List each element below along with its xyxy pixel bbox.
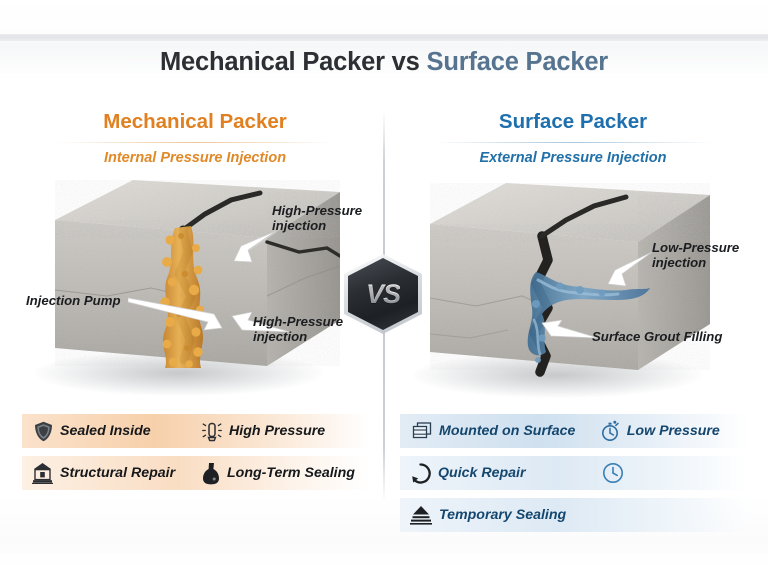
right-feature-row-2: Quick Repair bbox=[400, 456, 748, 490]
right-feature-row-1: Mounted on Surface Low Pressure bbox=[400, 414, 748, 448]
right-column-rule bbox=[433, 141, 713, 143]
left-column-title: Mechanical Packer bbox=[103, 110, 287, 133]
right-column-title: Surface Packer bbox=[498, 110, 648, 133]
vs-badge-label: VS bbox=[365, 278, 401, 309]
left-column-header: Mechanical Packer Internal Pressure Inje… bbox=[30, 110, 360, 166]
top-band bbox=[0, 34, 768, 41]
feature-low-pressure[interactable]: Low Pressure bbox=[600, 420, 748, 442]
right-concrete-block-illustration bbox=[430, 183, 710, 377]
pressure-packer-icon bbox=[202, 420, 222, 443]
left-pointer-injection-pump bbox=[128, 297, 223, 331]
callout-injection-pump: Injection Pump bbox=[26, 293, 121, 308]
feature-label: Long-Term Sealing bbox=[226, 465, 355, 481]
left-arrow-bottom bbox=[231, 312, 291, 333]
right-feature-row-3: Temporary Sealing bbox=[400, 498, 748, 532]
page-title: Mechanical Packer vs Surface Packer bbox=[0, 48, 768, 76]
refresh-circle-icon bbox=[410, 462, 431, 484]
feature-clock[interactable] bbox=[602, 462, 742, 484]
sealant-bottle-icon bbox=[202, 462, 220, 485]
feature-label: High Pressure bbox=[229, 423, 326, 439]
left-concrete-block-illustration bbox=[55, 180, 340, 368]
right-arrow-surface-grout bbox=[541, 320, 599, 339]
feature-label: Quick Repair bbox=[438, 465, 526, 481]
building-icon bbox=[32, 462, 53, 484]
vs-badge: VS bbox=[344, 254, 422, 334]
feature-label: Structural Repair bbox=[60, 465, 176, 481]
left-column-subtitle: Internal Pressure Injection bbox=[103, 149, 287, 166]
left-column-rule bbox=[55, 141, 335, 143]
left-arrow-top bbox=[233, 230, 277, 263]
right-column-header: Surface Packer External Pressure Injecti… bbox=[408, 110, 738, 166]
feature-label: Low Pressure bbox=[626, 423, 720, 439]
left-feature-row-2: Structural Repair Long-Term Sealing bbox=[22, 456, 370, 490]
feature-temporary-sealing[interactable]: Temporary Sealing bbox=[410, 505, 630, 525]
layers-icon bbox=[412, 421, 432, 441]
right-column-subtitle: External Pressure Injection bbox=[479, 149, 667, 166]
shield-icon bbox=[34, 421, 53, 442]
stacked-triangle-icon bbox=[410, 505, 432, 525]
feature-label: Mounted on Surface bbox=[439, 423, 576, 439]
feature-label: Sealed Inside bbox=[60, 423, 151, 439]
feature-sealed-inside[interactable]: Sealed Inside bbox=[34, 421, 202, 442]
page-title-main: Mechanical Packer vs bbox=[159, 48, 427, 76]
page-title-highlight: Surface Packer bbox=[426, 48, 609, 76]
stopwatch-icon bbox=[600, 420, 620, 442]
feature-mounted-on-surface[interactable]: Mounted on Surface bbox=[412, 421, 600, 441]
bottom-fade bbox=[0, 550, 768, 576]
clock-icon bbox=[602, 462, 624, 484]
left-feature-row-1: Sealed Inside High Pressure bbox=[22, 414, 370, 448]
feature-quick-repair[interactable]: Quick Repair bbox=[410, 462, 602, 484]
feature-label: Temporary Sealing bbox=[439, 507, 567, 523]
feature-high-pressure[interactable]: High Pressure bbox=[202, 420, 367, 443]
feature-long-term-sealing[interactable]: Long-Term Sealing bbox=[202, 462, 370, 485]
callout-surface-grout-filling: Surface Grout Filling bbox=[592, 329, 723, 344]
feature-structural-repair[interactable]: Structural Repair bbox=[32, 462, 202, 484]
right-arrow-low-pressure bbox=[607, 251, 653, 287]
